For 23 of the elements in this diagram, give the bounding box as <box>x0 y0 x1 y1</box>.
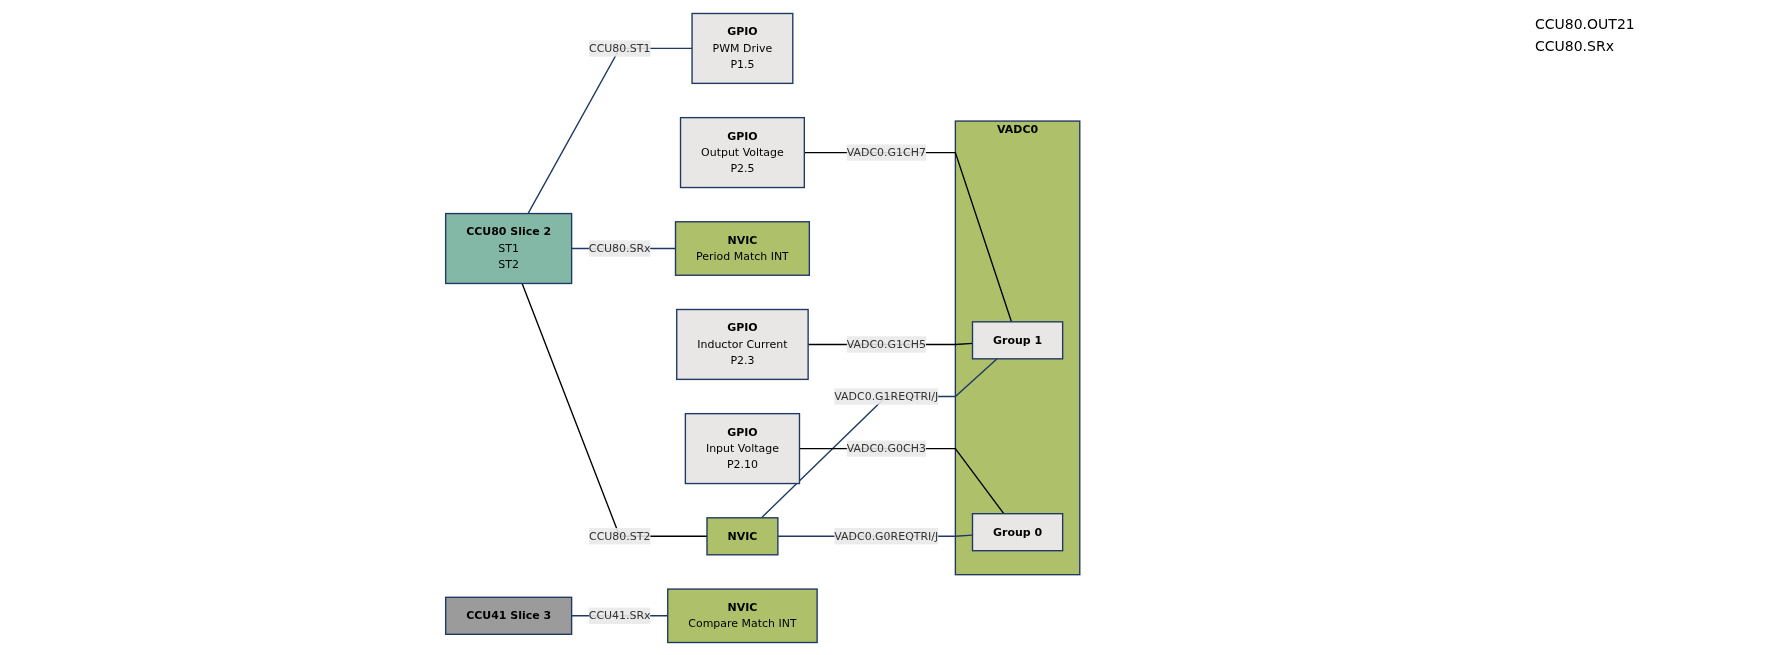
edge-label: CCU41.SRx <box>588 608 651 622</box>
node-box: Group 1 <box>971 320 1064 360</box>
node-box: GPIO Input Voltage P2.10 <box>684 412 800 484</box>
edge-label: VADC0.G0REQTRI/J <box>834 528 939 542</box>
node-box: GPIO Inductor Current P2.3 <box>675 308 809 380</box>
signal-label: CCU80.OUT21 <box>1535 16 1636 32</box>
edge-label: VADC0.G0CH3 <box>846 441 926 455</box>
edge-label: CCU80.ST1 <box>588 41 651 55</box>
node-box: GPIO Output Voltage P2.5 <box>679 116 805 188</box>
connector <box>760 357 998 518</box>
edge-label: VADC0.G1CH7 <box>846 145 926 159</box>
node-box: NVIC Period Match INT <box>674 220 810 276</box>
node-box: CCU80 Slice 2 ST1 ST2 <box>444 212 573 284</box>
signal-label: CCU80.SRx <box>1535 38 1615 54</box>
edge-label: VADC0.G1CH5 <box>846 337 926 351</box>
node-box: NVIC Compare Match INT <box>666 587 818 643</box>
node-box: Group 0 <box>971 512 1064 551</box>
node-box: NVIC <box>706 516 779 555</box>
edge-label: CCU80.ST2 <box>588 528 651 542</box>
node-box: CCU41 Slice 3 <box>444 596 573 635</box>
edge-label: VADC0.G1REQTRI/J <box>834 389 939 403</box>
edge-label: CCU80.SRx <box>588 241 651 255</box>
node-box: GPIO PWM Drive P1.5 <box>691 12 794 84</box>
